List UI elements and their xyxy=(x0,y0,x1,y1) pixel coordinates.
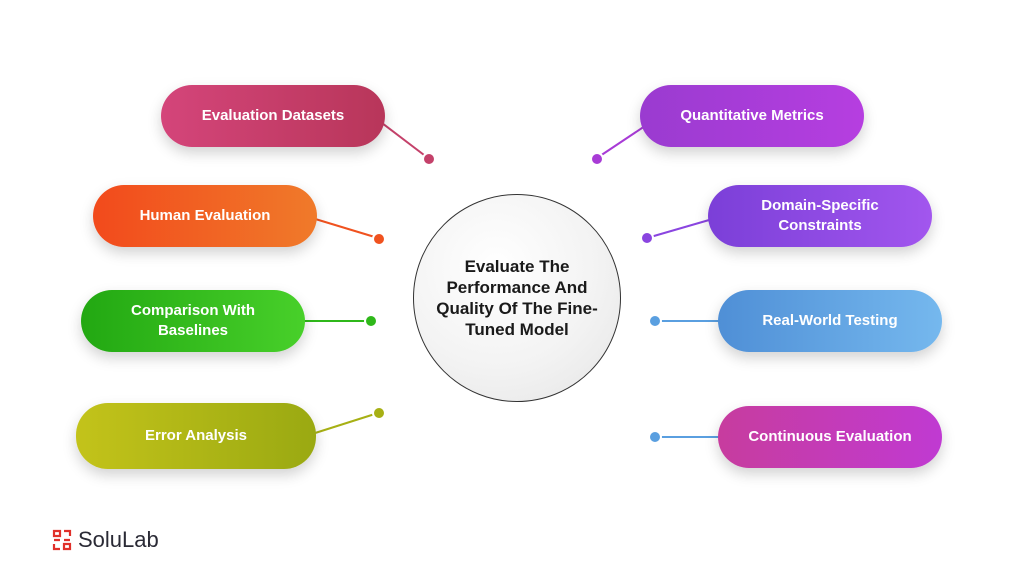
node-continuous-evaluation: Continuous Evaluation xyxy=(718,406,942,468)
node-domain-specific-constraints: Domain-Specific Constraints xyxy=(708,185,932,247)
node-label: Error Analysis xyxy=(145,427,247,444)
node-error-analysis: Error Analysis xyxy=(76,403,316,469)
logo-text: SoluLab xyxy=(78,527,159,552)
connector-error-analysis xyxy=(311,406,386,435)
connector-comparison-baselines xyxy=(300,314,378,328)
connector-real-world-testing xyxy=(648,314,722,328)
connector-quantitative-metrics xyxy=(590,123,649,166)
node-label: Quantitative Metrics xyxy=(680,107,824,124)
node-evaluation-datasets: Evaluation Datasets xyxy=(161,85,385,147)
node-label: Evaluation Datasets xyxy=(201,107,345,124)
solulab-logo: SoluLab xyxy=(52,527,159,553)
center-node: Evaluate The Performance And Quality Of … xyxy=(413,194,621,402)
solulab-logo-icon xyxy=(52,529,72,551)
node-label: Continuous Evaluation xyxy=(748,428,912,445)
node-label: Human Evaluation xyxy=(139,207,271,224)
node-quantitative-metrics: Quantitative Metrics xyxy=(640,85,864,147)
connector-human-evaluation xyxy=(311,217,386,246)
node-label: Domain-Specific Constraints xyxy=(761,197,879,234)
node-human-evaluation: Human Evaluation xyxy=(93,185,317,247)
node-label: Real-World Testing xyxy=(762,312,898,329)
node-comparison-baselines: Comparison With Baselines xyxy=(81,290,305,352)
center-title: Evaluate The Performance And Quality Of … xyxy=(436,257,598,339)
node-label: Comparison With Baselines xyxy=(130,302,256,339)
connector-evaluation-datasets xyxy=(377,119,436,166)
node-real-world-testing: Real-World Testing xyxy=(718,290,942,352)
connector-continuous-evaluation xyxy=(648,430,722,444)
connector-domain-specific xyxy=(640,217,717,245)
